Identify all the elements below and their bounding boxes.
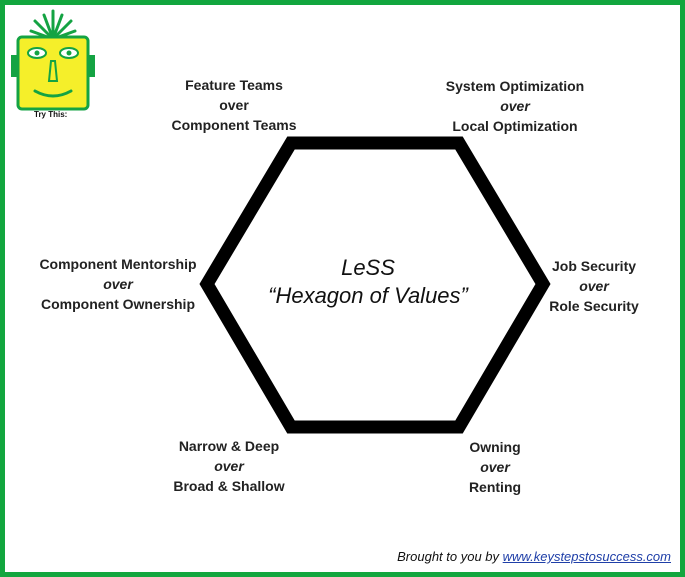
value-owning: Owning over Renting — [468, 439, 522, 495]
value-job-security: Job Security over Role Security — [549, 258, 639, 314]
footer-credit: Brought to you by www.keystepstosuccess.… — [397, 549, 671, 564]
hexagon-shape — [199, 136, 551, 434]
value-system-optimization: System Optimization over Local Optimizat… — [445, 78, 585, 134]
value-narrow-deep: Narrow & Deep over Broad & Shallow — [173, 438, 285, 494]
footer-link[interactable]: www.keystepstosuccess.com — [502, 549, 671, 564]
logo-caption: Try This: — [34, 110, 68, 119]
diagram-title-line1: LeSS — [341, 255, 395, 280]
value-component-mentorship: Component Mentorship over Component Owne… — [39, 256, 197, 312]
value-feature-teams: Feature Teams over Component Teams — [171, 77, 297, 133]
diagram-title-line2: “Hexagon of Values” — [268, 283, 468, 308]
footer-text: Brought to you by — [397, 549, 503, 564]
robot-head-icon — [11, 9, 95, 111]
diagram-title: LeSS “Hexagon of Values” — [248, 254, 488, 310]
